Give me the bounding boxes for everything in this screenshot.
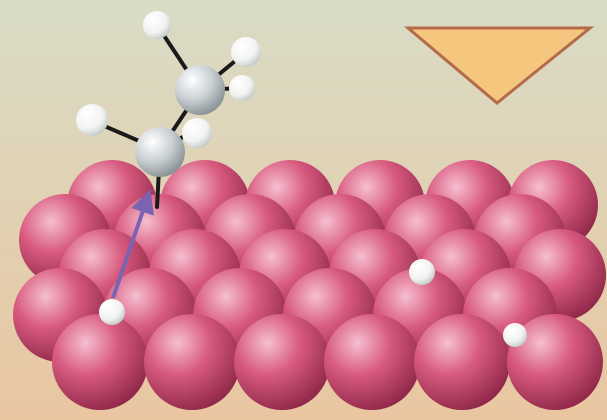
metal-surface (13, 160, 606, 410)
metal-atom-icon (52, 314, 148, 410)
adsorbed-hydrogen-icon (99, 299, 125, 325)
carbon-atom-icon (175, 65, 225, 115)
hydrogen-atom-icon (143, 11, 171, 39)
adsorbed-hydrogen-icon (503, 323, 527, 347)
adsorbed-hydrogen-icon (409, 259, 435, 285)
hydrogen-atom-icon (76, 104, 108, 136)
hydrogen-atom-icon (229, 75, 255, 101)
metal-atom-icon (324, 314, 420, 410)
metal-atom-icon (414, 314, 510, 410)
metal-atom-icon (234, 314, 330, 410)
metal-atom-icon (144, 314, 240, 410)
carbon-atom-icon (135, 127, 185, 177)
hydrogen-atom-icon (182, 118, 212, 148)
hydrogen-atom-icon (231, 37, 261, 67)
